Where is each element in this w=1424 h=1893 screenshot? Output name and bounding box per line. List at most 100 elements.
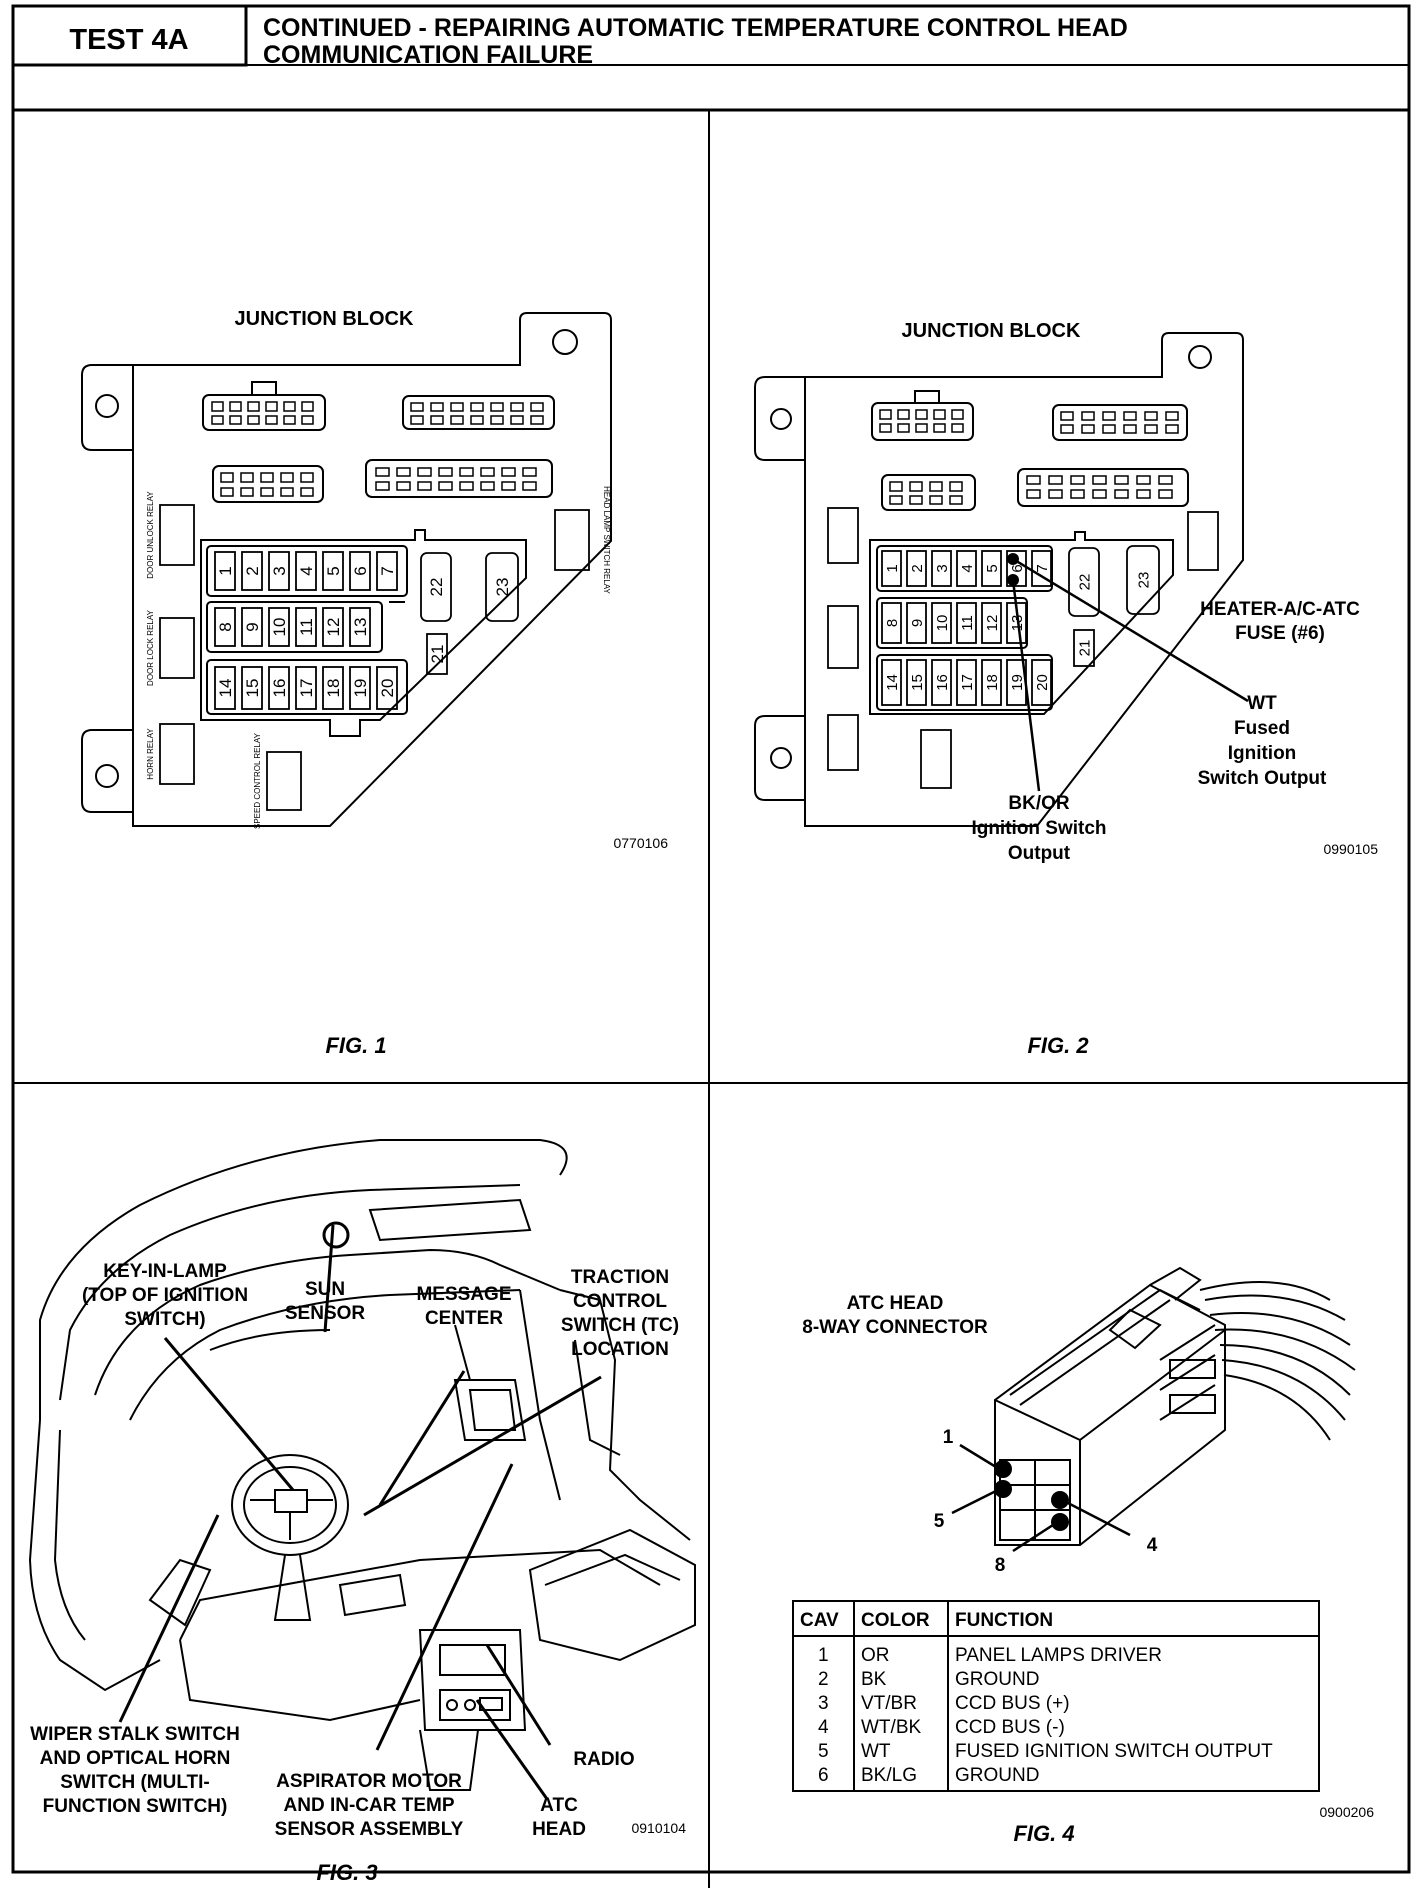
fig4-pins: 1 5 8 4 <box>934 1427 1158 1576</box>
connector-pin <box>229 415 242 425</box>
fig1-relay-label: DOOR LOCK RELAY <box>146 609 155 686</box>
fig2-code: 0990105 <box>1323 841 1378 857</box>
fig2-wt-label-1: WT <box>1247 693 1277 714</box>
table-cell: GROUND <box>955 1765 1039 1786</box>
connector-pin <box>211 415 224 425</box>
fig3-sun-sensor-2: SENSOR <box>285 1303 366 1324</box>
fig2-fuse-22 <box>1068 547 1100 617</box>
fig4-pin-5-label: 5 <box>934 1511 945 1532</box>
table-cell: WT <box>861 1741 891 1762</box>
connector-pin <box>1136 489 1151 499</box>
fig3-key-in-lamp-2: (TOP OF IGNITION <box>82 1285 248 1306</box>
fig2-fuse-label-3: 3 <box>934 564 951 572</box>
fig1-fuse-panel <box>200 529 527 737</box>
fig1-fuse-17 <box>295 666 317 710</box>
fig1-fuse-label-18: 18 <box>324 679 343 698</box>
fig2-junction-block-diagram: JUNCTION BLOCK <box>754 320 1378 1058</box>
fig1-fuse-12 <box>322 607 344 647</box>
connector-pin <box>211 401 224 412</box>
connector-pin <box>1158 475 1173 485</box>
fig1-fuse-20 <box>376 666 398 710</box>
fig2-fuse-label-20: 20 <box>1034 674 1051 691</box>
fig2-fuse-label-17: 17 <box>959 674 976 691</box>
fig2-fuse-4 <box>956 550 977 587</box>
connector-pin <box>929 495 943 505</box>
fig1-fuse-label-12: 12 <box>324 618 343 637</box>
connector-pin <box>260 487 274 497</box>
fig3-sun-sensor-marker <box>322 1221 350 1249</box>
fig1-fuse-10 <box>268 607 290 647</box>
connector-pin <box>410 415 424 425</box>
connector-pin <box>301 401 314 412</box>
fig2-fuse-11 <box>956 602 977 644</box>
fig4-connector-drawing <box>994 1266 1356 1546</box>
fig1-caption: FIG. 1 <box>325 1033 386 1058</box>
fig1-fuse-label-5: 5 <box>324 566 343 575</box>
connector-pin <box>430 415 444 425</box>
connector-pin <box>949 495 963 505</box>
fig4-title-1: ATC HEAD <box>847 1293 944 1314</box>
connector-pin <box>1048 475 1063 485</box>
connector-pin <box>1123 424 1137 434</box>
fig2-fuse-label-1: 1 <box>884 564 901 572</box>
fig1-fuse-15 <box>241 666 263 710</box>
fig4-pin-5-dot <box>994 1480 1012 1498</box>
connector-pin <box>1060 424 1074 434</box>
table-cell: 4 <box>818 1717 829 1738</box>
connector-pin <box>430 402 444 412</box>
table-cell: CCD BUS (-) <box>955 1717 1065 1738</box>
fig2-wt-label-3: Ignition <box>1228 743 1297 764</box>
fig2-fuse-label-18: 18 <box>984 674 1001 691</box>
connector-pin <box>260 472 274 483</box>
fig4-title-2: 8-WAY CONNECTOR <box>802 1317 988 1338</box>
fig1-fuse-2 <box>241 551 263 591</box>
fig2-fuse-12 <box>981 602 1002 644</box>
connector-pin <box>1060 411 1074 421</box>
connector-pin <box>490 415 504 425</box>
connector-pin <box>1081 411 1095 421</box>
connector-pin <box>1123 411 1137 421</box>
connector-pin <box>438 467 453 477</box>
fig4-code: 0900206 <box>1319 1804 1374 1820</box>
connector-pin <box>1081 424 1095 434</box>
fig2-fuse-label-10: 10 <box>934 615 951 632</box>
fig1-fuse-13 <box>349 607 371 647</box>
fig1-fuse-label-7: 7 <box>378 566 397 575</box>
fig2-fuse-8 <box>881 602 902 644</box>
fig1-fuse-22 <box>420 552 452 622</box>
fig1-fuse-label-19: 19 <box>351 679 370 698</box>
connector-pin <box>396 467 411 477</box>
connector-pin <box>949 481 963 492</box>
fig1-fuse-9 <box>241 607 263 647</box>
connector-pin <box>530 402 544 412</box>
connector-pin <box>417 481 432 491</box>
connector-pin <box>1102 411 1116 421</box>
fig4-pin-1-dot <box>994 1460 1012 1478</box>
table-cell: 3 <box>818 1693 829 1714</box>
fig2-fuse-label-15: 15 <box>909 674 926 691</box>
fig4-pin-1-label: 1 <box>943 1427 954 1448</box>
fig3-radio: RADIO <box>573 1749 634 1770</box>
connector-pin <box>247 401 260 412</box>
fig3-traction-control-4: LOCATION <box>571 1339 669 1360</box>
connector-pin <box>375 467 390 477</box>
fig2-bkor-label-3: Output <box>1008 843 1071 864</box>
fig2-fuse-label-12: 12 <box>984 615 1001 632</box>
fig3-aspirator-3: SENSOR ASSEMBLY <box>275 1819 464 1840</box>
fig1-fuse-8 <box>214 607 236 647</box>
connector-pin <box>879 409 892 420</box>
fig2-bkor-label-1: BK/OR <box>1008 793 1070 814</box>
fig3-atc-head-1: ATC <box>540 1795 578 1816</box>
connector-pin <box>470 415 484 425</box>
fig1-fuse-14 <box>214 666 236 710</box>
connector-pin <box>1070 489 1085 499</box>
connector-pin <box>410 402 424 412</box>
fig1-fuse-label-9: 9 <box>243 622 262 631</box>
connector-pin <box>438 481 453 491</box>
fig1-fuse-label-14: 14 <box>216 679 235 698</box>
fig3-dashboard-illustration: KEY-IN-LAMP (TOP OF IGNITION SWITCH) SUN… <box>28 1139 696 1885</box>
fig1-fuse-label-17: 17 <box>297 679 316 698</box>
fig3-dashboard-drawing <box>28 1139 696 1791</box>
fig1-fuse-label-6: 6 <box>351 566 370 575</box>
